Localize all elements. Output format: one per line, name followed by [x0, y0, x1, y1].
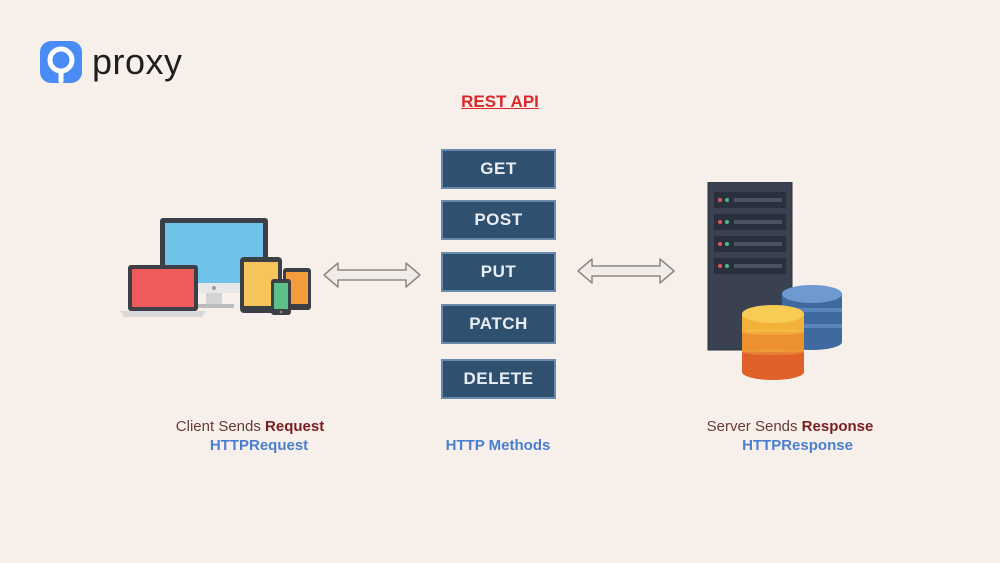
logo-text: proxy [92, 41, 183, 82]
proxy-logo-icon [40, 41, 82, 83]
double-arrow-icon [577, 258, 675, 284]
method-put: PUT [441, 252, 556, 292]
server-icon [707, 182, 842, 380]
client-label-bold: Request [265, 418, 325, 435]
client-sublabel: HTTPRequest [209, 437, 309, 454]
method-get: GET [441, 149, 556, 189]
client-label: Client Sends [175, 418, 266, 435]
server-label: Server Sends [706, 418, 802, 435]
server-caption: Server Sends Response HTTPResponse [650, 417, 930, 455]
server-sublabel: HTTPResponse [742, 437, 853, 454]
logo: proxy [40, 41, 183, 83]
diagram-title: REST API [461, 92, 539, 111]
client-caption: Client Sends Request HTTPRequest [110, 417, 390, 455]
method-patch: PATCH [441, 304, 556, 344]
double-arrow-icon [323, 262, 421, 288]
server-label-bold: Response [801, 418, 874, 435]
method-post: POST [441, 200, 556, 240]
method-delete: DELETE [441, 359, 556, 399]
methods-caption: HTTP Methods [445, 437, 551, 454]
devices-icon [120, 218, 311, 317]
